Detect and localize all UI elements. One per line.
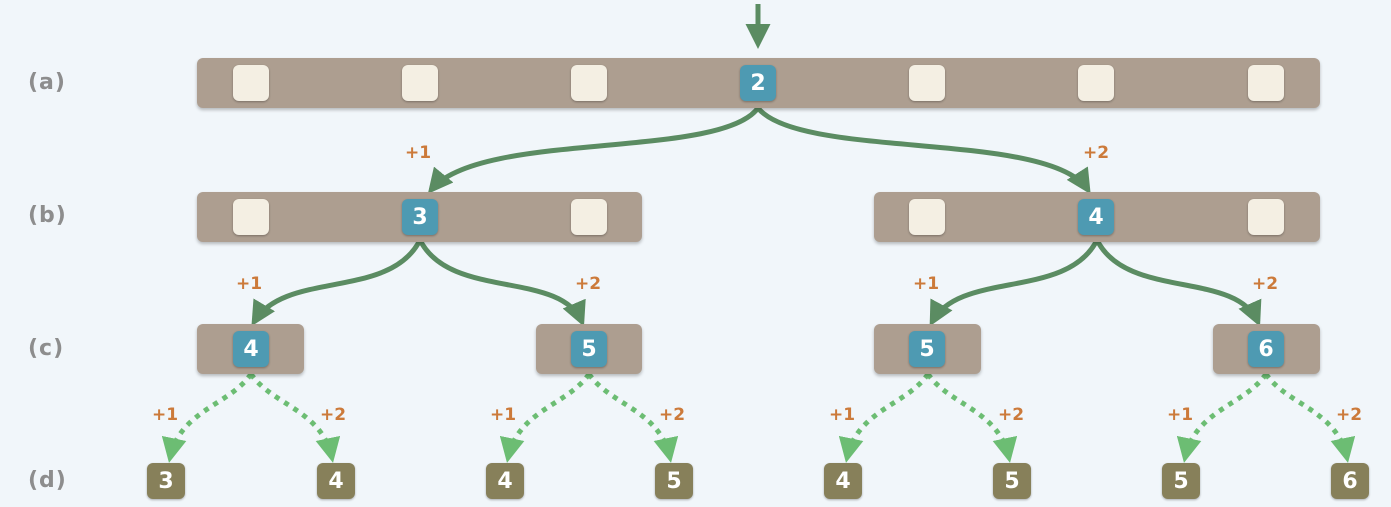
increment-label: +2 xyxy=(1252,274,1279,294)
empty-cell xyxy=(233,65,269,101)
increment-label: +2 xyxy=(320,405,347,425)
level-b-left-active-cell: 3 xyxy=(402,199,438,235)
arrow-b-right-to-c3 xyxy=(929,238,1100,327)
increment-label: +1 xyxy=(913,274,940,294)
empty-cell xyxy=(571,199,607,235)
level-c-cell-3: 5 xyxy=(909,331,945,367)
level-d-leaf-1: 3 xyxy=(147,463,185,499)
increment-label: +2 xyxy=(1083,143,1110,163)
increment-label: +1 xyxy=(490,405,517,425)
dotted-arrow-c4-d8 xyxy=(1263,372,1356,463)
increment-label: +1 xyxy=(152,405,179,425)
level-c-cell-1: 4 xyxy=(233,331,269,367)
level-a-active-cell: 2 xyxy=(740,65,776,101)
row-label-a: (a) xyxy=(28,70,66,95)
level-d-leaf-6: 5 xyxy=(993,463,1031,499)
dotted-arrow-c3-d6 xyxy=(925,372,1018,463)
dotted-arrow-c4-d7 xyxy=(1176,372,1269,463)
level-b-right-active-cell: 4 xyxy=(1078,199,1114,235)
level-d-leaf-3: 4 xyxy=(486,463,524,499)
empty-cell xyxy=(571,65,607,101)
level-c-cell-2: 5 xyxy=(571,331,607,367)
increment-label: +1 xyxy=(829,405,856,425)
row-label-c: (c) xyxy=(28,336,65,361)
row-label-b: (b) xyxy=(28,203,67,228)
increment-label: +1 xyxy=(405,143,432,163)
level-d-leaf-4: 5 xyxy=(655,463,693,499)
empty-cell xyxy=(1078,65,1114,101)
empty-cell xyxy=(909,199,945,235)
empty-cell xyxy=(1248,65,1284,101)
arrow-b-left-to-c1 xyxy=(251,238,423,327)
level-d-leaf-7: 5 xyxy=(1162,463,1200,499)
dotted-arrow-c1-d1 xyxy=(161,372,254,463)
level-d-leaf-8: 6 xyxy=(1331,463,1369,499)
row-label-d: (d) xyxy=(28,468,67,493)
arrow-a-to-b-left xyxy=(427,106,761,194)
empty-cell xyxy=(909,65,945,101)
arrow-b-left-to-c2 xyxy=(417,238,586,327)
dotted-arrow-c3-d5 xyxy=(838,372,931,463)
empty-cell xyxy=(233,199,269,235)
increment-label: +2 xyxy=(575,274,602,294)
arrow-a-to-b-right xyxy=(756,106,1091,195)
increment-label: +2 xyxy=(998,405,1025,425)
arrow-b-right-to-c4 xyxy=(1094,238,1262,327)
level-d-leaf-5: 4 xyxy=(824,463,862,499)
level-c-cell-4: 6 xyxy=(1248,331,1284,367)
dotted-arrow-c2-d3 xyxy=(499,372,592,463)
increment-label: +1 xyxy=(236,274,263,294)
increment-label: +2 xyxy=(659,405,686,425)
empty-cell xyxy=(402,65,438,101)
level-d-leaf-2: 4 xyxy=(317,463,355,499)
increment-label: +1 xyxy=(1167,405,1194,425)
dotted-arrow-c1-d2 xyxy=(248,372,341,463)
increment-label: +2 xyxy=(1336,405,1363,425)
dotted-arrow-c2-d4 xyxy=(586,372,679,463)
empty-cell xyxy=(1248,199,1284,235)
